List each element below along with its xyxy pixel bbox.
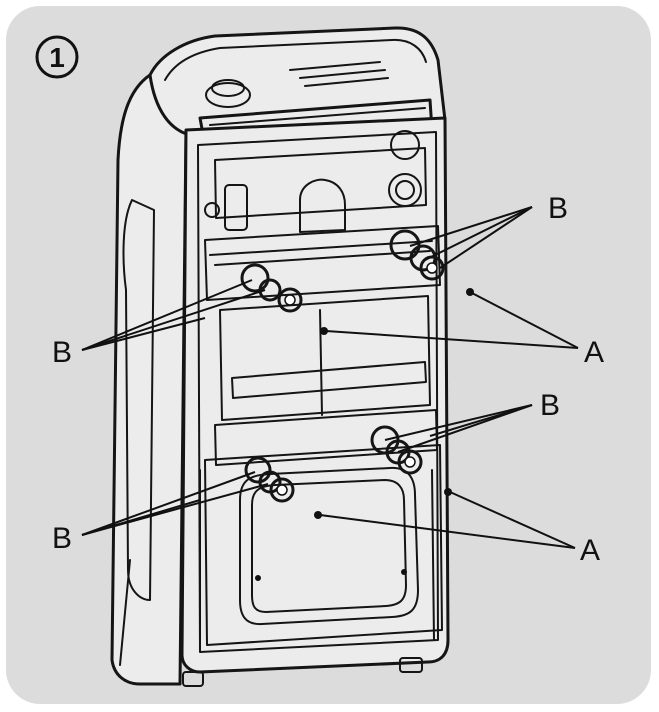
label-b-top-right: B <box>548 192 568 225</box>
appliance-back-view <box>110 26 474 687</box>
callout-leaders <box>81 206 579 549</box>
step-badge: 1 <box>35 35 79 79</box>
label-a-lower-right: A <box>580 534 600 567</box>
step-number: 1 <box>49 42 65 73</box>
label-b-middle-right: B <box>540 389 560 422</box>
label-b-lower-left: B <box>52 522 72 555</box>
label-b-upper-left: B <box>52 336 72 369</box>
label-a-upper-right: A <box>584 336 604 369</box>
